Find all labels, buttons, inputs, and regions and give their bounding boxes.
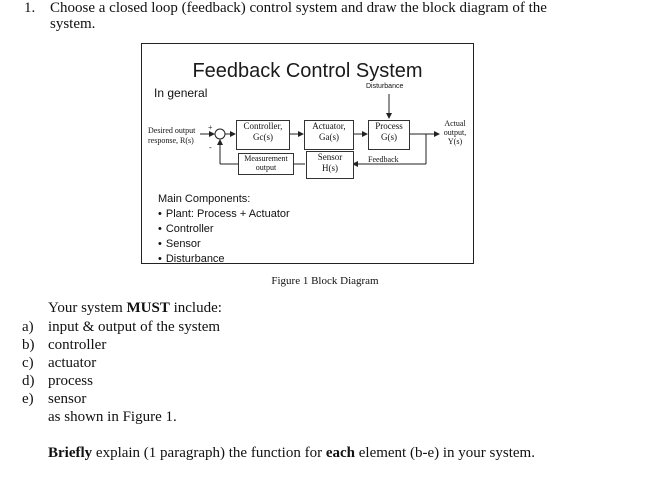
disturbance-label: Disturbance [366,83,404,90]
component-item: Sensor [158,237,290,252]
item-text: controller [48,337,107,353]
components-heading: Main Components: [158,193,251,205]
summing-junction [214,128,226,140]
controller-label: Controller, [243,121,283,131]
actuator-tf: Ga(s) [319,132,339,142]
instruction-bold-1: Briefly [48,445,93,461]
actual-output-word: output, [443,128,467,137]
intro-pre: Your system [48,300,127,316]
intro-post: include: [169,300,222,316]
minus-sign: - [209,143,212,152]
input-label-1: Desired output [148,126,196,135]
question-number: 1. [24,0,36,16]
actuator-label: Actuator, [312,121,346,131]
instruction-line: Briefly explain (1 paragraph) the functi… [48,445,535,462]
item-letter: e) [22,391,34,407]
component-item: Plant: Process + Actuator [158,207,290,222]
instruction-mid: explain (1 paragraph) the function for [92,445,326,461]
item-letter: c) [22,355,34,371]
requirement-item-a: a) input & output of the system [22,319,220,336]
actuator-block: Actuator, Ga(s) [304,120,354,150]
question-line-2: system. [50,16,96,32]
requirement-item-e: e) sensor [22,391,86,408]
figure-title: Feedback Control System [192,60,423,82]
item-text: actuator [48,355,97,371]
block-diagram-figure: Feedback Control System In general Distu… [141,43,474,264]
actual-output-symbol: Y(s) [447,137,463,146]
measurement-output-label: Measurement output [238,153,294,175]
plus-sign: + [208,123,213,132]
input-label-2: response, R(s) [148,136,194,145]
components-list: Plant: Process + Actuator Controller Sen… [158,207,290,263]
actual-output-label: Actual output, Y(s) [440,119,470,146]
component-item: Disturbance [158,252,290,263]
process-label: Process [375,121,403,131]
requirement-item-d: d) process [22,373,93,390]
requirement-item-c: c) actuator [22,355,96,372]
question-line-1: Choose a closed loop (feedback) control … [50,0,547,16]
instruction-end: element (b-e) in your system. [355,445,535,461]
feedback-label: Feedback [368,155,399,164]
item-letter: d) [22,373,35,389]
sensor-tf: H(s) [322,163,338,173]
actual-label: Actual [444,119,466,128]
component-item: Controller [158,222,290,237]
intro-bold: MUST [126,300,170,316]
measurement-label: Measurement [244,154,288,163]
controller-block: Controller, Gc(s) [236,120,290,150]
item-letter: b) [22,337,35,353]
item-text: sensor [48,391,87,407]
item-text: input & output of the system [48,319,221,335]
requirements-intro: Your system MUST include: [48,300,222,317]
sensor-label: Sensor [317,152,343,162]
item-letter: a) [22,319,34,335]
figure-subtitle: In general [154,86,208,100]
process-tf: G(s) [381,132,397,142]
process-block: Process G(s) [368,120,410,150]
requirements-closing: as shown in Figure 1. [48,409,177,425]
controller-tf: Gc(s) [253,132,273,142]
item-text: process [48,373,93,389]
figure-caption: Figure 1 Block Diagram [271,275,379,287]
instruction-bold-2: each [325,445,355,461]
measurement-output-word: output [255,163,277,172]
requirement-item-b: b) controller [22,337,106,354]
sensor-block: Sensor H(s) [306,151,354,179]
